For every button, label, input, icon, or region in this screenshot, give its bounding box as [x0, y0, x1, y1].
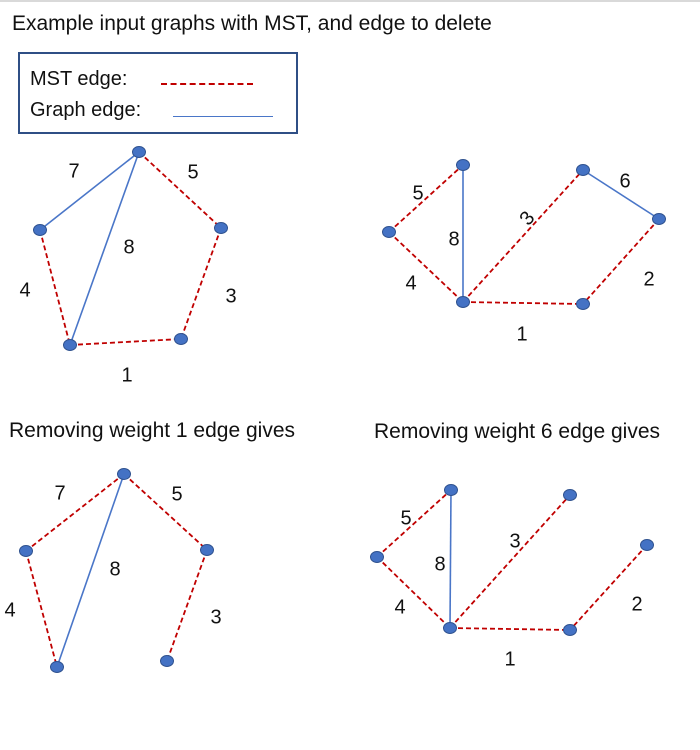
node-bottom-left: [63, 339, 77, 351]
top-divider: [0, 0, 700, 2]
mst-edge-hub-lower-right: [449, 627, 571, 631]
legend-graph-label: Graph edge:: [30, 99, 142, 121]
edge-weight-label: 2: [631, 593, 642, 615]
page-title: Example input graphs with MST, and edge …: [12, 12, 492, 35]
edge-weight-label: 5: [400, 507, 411, 529]
node-top: [132, 146, 146, 158]
edge-weight-label: 5: [187, 161, 198, 183]
node-far-right: [652, 213, 666, 225]
node-hub: [443, 622, 457, 634]
node-top: [444, 484, 458, 496]
edge-weight-label: 6: [619, 170, 630, 192]
node-bottom-right: [174, 333, 188, 345]
mst-edge-left-top: [376, 489, 452, 558]
node-upper-right: [576, 164, 590, 176]
edge-weight-label: 1: [504, 648, 515, 670]
graph-d-weight-6-removed: 5 8 4 3 2 1: [370, 484, 654, 670]
node-top: [117, 468, 131, 480]
mst-edge-left-top: [388, 164, 464, 233]
edge-weight-label: 4: [394, 596, 405, 618]
node-right: [214, 222, 228, 234]
mst-edge-top-right: [123, 473, 208, 551]
node-right: [200, 544, 214, 556]
node-bottom-right: [160, 655, 174, 667]
node-hub: [456, 296, 470, 308]
mst-edge-hub-upper-right: [462, 169, 584, 303]
legend-graph-swatch: [173, 116, 273, 117]
edge-weight-label: 7: [68, 160, 79, 182]
node-lower-right: [576, 298, 590, 310]
mst-edge-right-bottom-right: [180, 227, 222, 340]
mst-edge-bottom-left-bottom-right: [69, 338, 182, 346]
edge-weight-label: 8: [123, 236, 134, 258]
mst-edge-hub-lower-right: [462, 301, 584, 305]
edge-weight-label: 3: [515, 207, 539, 230]
graph-edge-top-hub: [449, 489, 452, 629]
edge-weight-label: 4: [4, 599, 15, 621]
graph-c-weight-1-removed: 7 5 8 4 3: [4, 468, 222, 673]
node-upper-right: [563, 489, 577, 501]
edge-weight-label: 8: [434, 553, 445, 575]
node-far-right: [640, 539, 654, 551]
edge-weight-label: 8: [109, 558, 120, 580]
graph-b: 5 8 4 3 6 2 1: [382, 159, 666, 345]
legend-mst-label: MST edge:: [30, 68, 128, 90]
edge-weight-label: 1: [516, 323, 527, 345]
node-left: [370, 551, 384, 563]
node-top: [456, 159, 470, 171]
mst-edge-top-left: [25, 473, 125, 552]
subtitle-remove-weight-6: Removing weight 6 edge gives: [374, 420, 661, 443]
node-lower-right: [563, 624, 577, 636]
legend-mst-swatch: [161, 83, 253, 85]
edge-weight-label: 5: [412, 182, 423, 204]
edge-weight-label: 3: [225, 285, 236, 307]
mst-edge-left-hub: [388, 231, 464, 303]
node-bottom-left: [50, 661, 64, 673]
graph-edge-top-bottom-left: [56, 473, 125, 668]
legend-box: MST edge: Graph edge:: [18, 52, 298, 134]
node-left: [33, 224, 47, 236]
edge-weight-label: 3: [509, 530, 520, 552]
mst-edge-hub-upper-right: [449, 494, 571, 629]
edge-weight-label: 1: [121, 364, 132, 386]
subtitle-remove-weight-1: Removing weight 1 edge gives: [9, 419, 296, 442]
graph-a: 7 5 8 4 3 1: [19, 146, 237, 386]
mst-edge-top-right: [138, 151, 222, 229]
edge-weight-label: 5: [171, 483, 182, 505]
mst-edge-right-bottom-right: [166, 549, 208, 662]
mst-edge-left-bottom-left: [39, 229, 71, 346]
node-left: [19, 545, 33, 557]
mst-edge-left-hub: [376, 556, 451, 629]
graph-edge-top-left: [39, 151, 140, 231]
graph-edge-top-bottom-left: [69, 151, 140, 346]
edge-weight-label: 7: [54, 482, 65, 504]
edge-weight-label: 4: [405, 272, 416, 294]
mst-edge-far-right-lower-right: [582, 218, 660, 305]
node-left: [382, 226, 396, 238]
edge-weight-label: 4: [19, 279, 30, 301]
graph-edge-upper-right-far-right: [582, 169, 660, 220]
mst-edge-far-right-lower-right: [569, 544, 648, 631]
mst-edge-left-bottom-left: [25, 550, 58, 668]
edge-weight-label: 8: [448, 228, 459, 250]
edge-weight-label: 2: [643, 268, 654, 290]
edge-weight-label: 3: [210, 606, 221, 628]
